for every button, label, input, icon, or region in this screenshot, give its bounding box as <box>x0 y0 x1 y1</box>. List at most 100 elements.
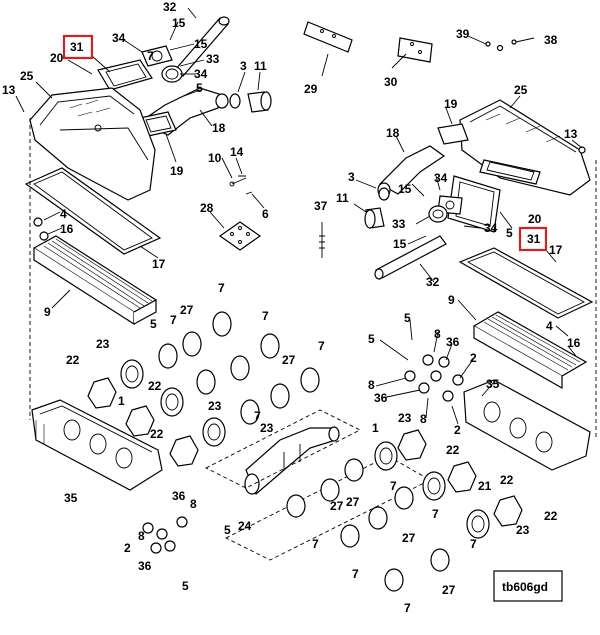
label-14: 14 <box>230 145 244 159</box>
label-28: 28 <box>200 201 214 215</box>
label-23: 23 <box>260 421 274 435</box>
label-23: 23 <box>398 411 412 425</box>
fittings-4-16-upper <box>33 217 49 241</box>
label-33: 33 <box>206 52 220 66</box>
label-4: 4 <box>60 207 67 221</box>
label-1: 1 <box>118 394 125 408</box>
label-5: 5 <box>150 317 157 331</box>
figure-tag: tb606gd <box>502 580 548 594</box>
label-15: 15 <box>172 16 186 30</box>
label-1: 1 <box>372 421 379 435</box>
label-5: 5 <box>182 579 189 593</box>
label-22: 22 <box>150 427 164 441</box>
label-34: 34 <box>194 67 208 81</box>
cover-plate-28 <box>218 221 262 251</box>
crossover-tube-24 <box>244 426 340 495</box>
flanges-22-right <box>397 429 523 527</box>
label-34: 34 <box>112 31 126 45</box>
label-35: 35 <box>64 491 78 505</box>
label-36: 36 <box>446 335 460 349</box>
label-29: 29 <box>304 82 318 96</box>
label-2: 2 <box>124 541 131 555</box>
plate-30 <box>397 37 433 63</box>
label-27: 27 <box>346 495 360 509</box>
label-19: 19 <box>170 164 184 178</box>
highlight-box-31-lower <box>518 226 548 252</box>
label-3: 3 <box>348 170 355 184</box>
label-6: 6 <box>262 207 269 221</box>
plate-29 <box>303 21 353 53</box>
label-7: 7 <box>147 49 154 63</box>
label-7: 7 <box>470 537 477 551</box>
label-22: 22 <box>500 473 514 487</box>
clamp-3-upper <box>229 93 241 109</box>
label-10: 10 <box>208 151 222 165</box>
bolts-10-14-6 <box>229 175 253 195</box>
label-8: 8 <box>138 529 145 543</box>
adapters-23-right <box>374 441 490 539</box>
label-13: 13 <box>564 127 578 141</box>
label-8: 8 <box>420 412 427 426</box>
label-32: 32 <box>426 275 440 289</box>
label-11: 11 <box>336 191 349 205</box>
label-37: 37 <box>314 199 328 213</box>
clamp-stack-right <box>286 458 450 592</box>
label-7: 7 <box>432 507 439 521</box>
flange-15-upper <box>141 45 173 67</box>
clamp-3-right <box>378 187 390 201</box>
label-18: 18 <box>386 126 400 140</box>
label-33: 33 <box>392 217 406 231</box>
hardware-39-38 <box>485 39 517 52</box>
label-17: 17 <box>549 243 563 257</box>
label-15: 15 <box>393 237 407 251</box>
label-27: 27 <box>330 499 344 513</box>
label-7: 7 <box>318 339 325 353</box>
label-2: 2 <box>470 351 477 365</box>
label-27: 27 <box>402 531 416 545</box>
label-19: 19 <box>444 97 458 111</box>
housing-35-right <box>463 379 591 471</box>
label-30: 30 <box>384 75 398 89</box>
label-38: 38 <box>544 33 558 47</box>
label-9: 9 <box>448 293 455 307</box>
gasket-19-right <box>437 123 469 145</box>
label-18: 18 <box>212 121 226 135</box>
washers-right <box>404 354 464 402</box>
aftercooler-core-9-upper <box>32 235 158 326</box>
guide-box-crossover <box>205 409 361 489</box>
label-22: 22 <box>446 443 460 457</box>
label-23: 23 <box>96 337 110 351</box>
sleeve-11-upper <box>247 91 272 113</box>
label-34: 34 <box>434 171 448 185</box>
label-21: 21 <box>478 479 492 493</box>
label-20: 20 <box>528 212 542 226</box>
label-23: 23 <box>208 399 222 413</box>
clamp-33-upper <box>161 65 183 83</box>
label-8: 8 <box>190 497 197 511</box>
housing-35-left <box>31 399 163 491</box>
label-16: 16 <box>60 222 74 236</box>
label-13: 13 <box>2 83 16 97</box>
intake-cover-25-upper <box>29 87 156 201</box>
gasket-20-right <box>479 159 541 185</box>
label-8: 8 <box>368 378 375 392</box>
label-36: 36 <box>374 391 388 405</box>
part-number-labels: 32 15 31 34 15 20 33 7 25 34 3 11 5 13 1… <box>2 0 581 615</box>
label-7: 7 <box>254 409 261 423</box>
label-7: 7 <box>312 537 319 551</box>
gasket-17-upper <box>24 167 162 255</box>
label-5: 5 <box>368 332 375 346</box>
tube-32-lower <box>374 235 447 280</box>
washers-left <box>142 516 188 554</box>
label-36: 36 <box>172 489 186 503</box>
label-8: 8 <box>434 327 441 341</box>
label-7: 7 <box>262 309 269 323</box>
label-5: 5 <box>506 226 513 240</box>
clamp-stack-left <box>158 311 320 425</box>
label-23: 23 <box>516 523 530 537</box>
label-25: 25 <box>514 83 528 97</box>
label-11: 11 <box>254 59 267 73</box>
label-9: 9 <box>44 305 51 319</box>
label-7: 7 <box>390 479 397 493</box>
